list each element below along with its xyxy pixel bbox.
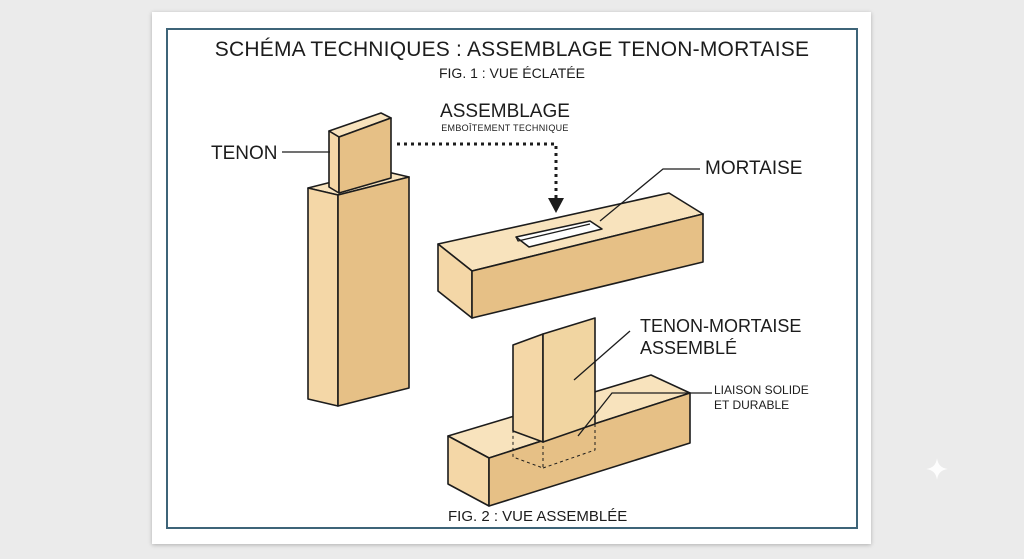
sparkle-icon: [926, 458, 948, 480]
post-with-tenon: [307, 112, 410, 407]
assembled-leader-line: [573, 330, 631, 381]
assemblage-label: ASSEMBLAGE: [440, 101, 570, 122]
mortise-hole: [515, 220, 603, 248]
assembled-label-line2: ASSEMBLÉ: [640, 338, 738, 358]
hidden-tenon-outline: [512, 430, 544, 469]
mortaise-label: MORTAISE: [705, 158, 803, 179]
tenon-side-face: [338, 117, 392, 194]
assemblage-dotted-arrow: [397, 142, 558, 200]
upright-side-face: [542, 317, 596, 443]
joint-leader-line: [577, 392, 712, 437]
fig1-caption: FIG. 1 : VUE ÉCLATÉE: [438, 65, 585, 81]
base-beam-side-face: [488, 392, 691, 507]
beam-with-mortise: [437, 192, 704, 319]
joint-label: LIAISON SOLIDE ET DURABLE: [714, 383, 809, 413]
tenon-label: TENON: [211, 143, 278, 164]
mortaise-leader-line: [599, 168, 700, 222]
joint-label-line1: LIAISON SOLIDE: [714, 383, 809, 397]
diagram-frame: [166, 28, 858, 529]
fig2-caption: FIG. 2 : VUE ASSEMBLÉE: [448, 508, 628, 525]
tenon-front-face: [328, 130, 340, 194]
mortise-hole-depth: [515, 223, 591, 242]
post-front-face: [307, 187, 339, 407]
hidden-tenon-side: [542, 424, 596, 469]
arrow-head: [548, 198, 564, 213]
beam-side-face: [471, 213, 704, 319]
assemblage-sublabel: EMBOÎTEMENT TECHNIQUE: [441, 123, 569, 133]
assembled-joint: [447, 317, 691, 507]
joint-label-line2: ET DURABLE: [714, 398, 790, 412]
post-side-face: [337, 176, 410, 407]
diagram-title: SCHÉMA TECHNIQUES : ASSEMBLAGE TENON-MOR…: [214, 38, 810, 61]
assembled-label-line1: TENON-MORTAISE: [640, 316, 802, 336]
upright-front-face: [512, 333, 544, 443]
